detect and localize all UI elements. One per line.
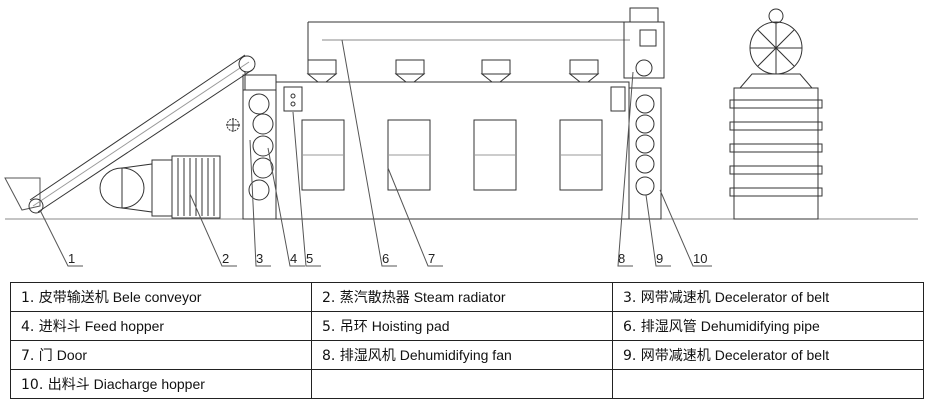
callout-5: 5 [306, 251, 313, 266]
legend-cell: 3. 网带减速机 Decelerator of belt [612, 282, 924, 312]
legend-row: 10. 出料斗 Diacharge hopper [10, 369, 924, 399]
legend-cell: 5. 吊环 Hoisting pad [311, 311, 613, 341]
door-shapes [302, 120, 602, 190]
legend-cn: 4. 进料斗 [21, 319, 81, 335]
legend-en: Hoisting pad [371, 318, 450, 334]
steam-radiator-shape [99, 156, 220, 218]
legend-cn: 6. 排湿风管 [623, 319, 697, 335]
legend-cell: 9. 网带减速机 Decelerator of belt [612, 340, 924, 370]
callout-6: 6 [382, 251, 389, 266]
callout-leaders [40, 40, 712, 266]
legend-cell: 6. 排湿风管 Dehumidifying pipe [612, 311, 924, 341]
belt-conveyor-shape [5, 55, 255, 213]
legend-cn: 1. 皮带输送机 [21, 290, 109, 306]
legend-en: Dehumidifying pipe [700, 318, 820, 334]
legend-cell: 1. 皮带输送机 Bele conveyor [10, 282, 312, 312]
legend-row: 7. 门 Door 8. 排湿风机 Dehumidifying fan 9. 网… [10, 340, 924, 370]
legend-cell: 2. 蒸汽散热器 Steam radiator [311, 282, 613, 312]
side-view-shape [730, 9, 822, 219]
legend-cell-empty [612, 369, 924, 399]
callout-1: 1 [68, 251, 75, 266]
legend-cn: 10. 出料斗 [21, 377, 90, 393]
callout-3: 3 [256, 251, 263, 266]
legend-en: Dehumidifying fan [399, 347, 512, 363]
legend-cell: 8. 排湿风机 Dehumidifying fan [311, 340, 613, 370]
legend-en: Decelerator of belt [714, 289, 830, 305]
legend-cn: 8. 排湿风机 [322, 348, 396, 364]
legend-en: Bele conveyor [112, 289, 202, 305]
callout-9: 9 [656, 251, 663, 266]
legend-en: Feed hopper [84, 318, 165, 334]
parts-legend-table: 1. 皮带输送机 Bele conveyor 2. 蒸汽散热器 Steam ra… [10, 282, 924, 399]
callout-8: 8 [618, 251, 625, 266]
legend-row: 4. 进料斗 Feed hopper 5. 吊环 Hoisting pad 6.… [10, 311, 924, 341]
legend-row: 1. 皮带输送机 Bele conveyor 2. 蒸汽散热器 Steam ra… [10, 282, 924, 312]
legend-cell: 10. 出料斗 Diacharge hopper [10, 369, 312, 399]
legend-cn: 5. 吊环 [322, 319, 368, 335]
callout-7: 7 [428, 251, 435, 266]
legend-cell-empty [311, 369, 613, 399]
callout-10: 10 [693, 251, 707, 266]
legend-en: Steam radiator [413, 289, 506, 305]
legend-cn: 2. 蒸汽散热器 [322, 290, 410, 306]
legend-cell: 7. 门 Door [10, 340, 312, 370]
legend-en: Diacharge hopper [93, 376, 205, 392]
legend-cn: 3. 网带减速机 [623, 290, 711, 306]
legend-en: Decelerator of belt [714, 347, 830, 363]
callout-2: 2 [222, 251, 229, 266]
legend-cell: 4. 进料斗 Feed hopper [10, 311, 312, 341]
dryer-body-shape [276, 22, 630, 219]
legend-en: Door [56, 347, 88, 363]
feed-column-shape [226, 75, 276, 219]
legend-cn: 7. 门 [21, 348, 53, 364]
discharge-column-shape [611, 8, 664, 219]
callout-4: 4 [290, 251, 297, 266]
dryer-technical-drawing: 1 2 3 4 5 6 7 8 9 10 [0, 0, 929, 280]
legend-cn: 9. 网带减速机 [623, 348, 711, 364]
